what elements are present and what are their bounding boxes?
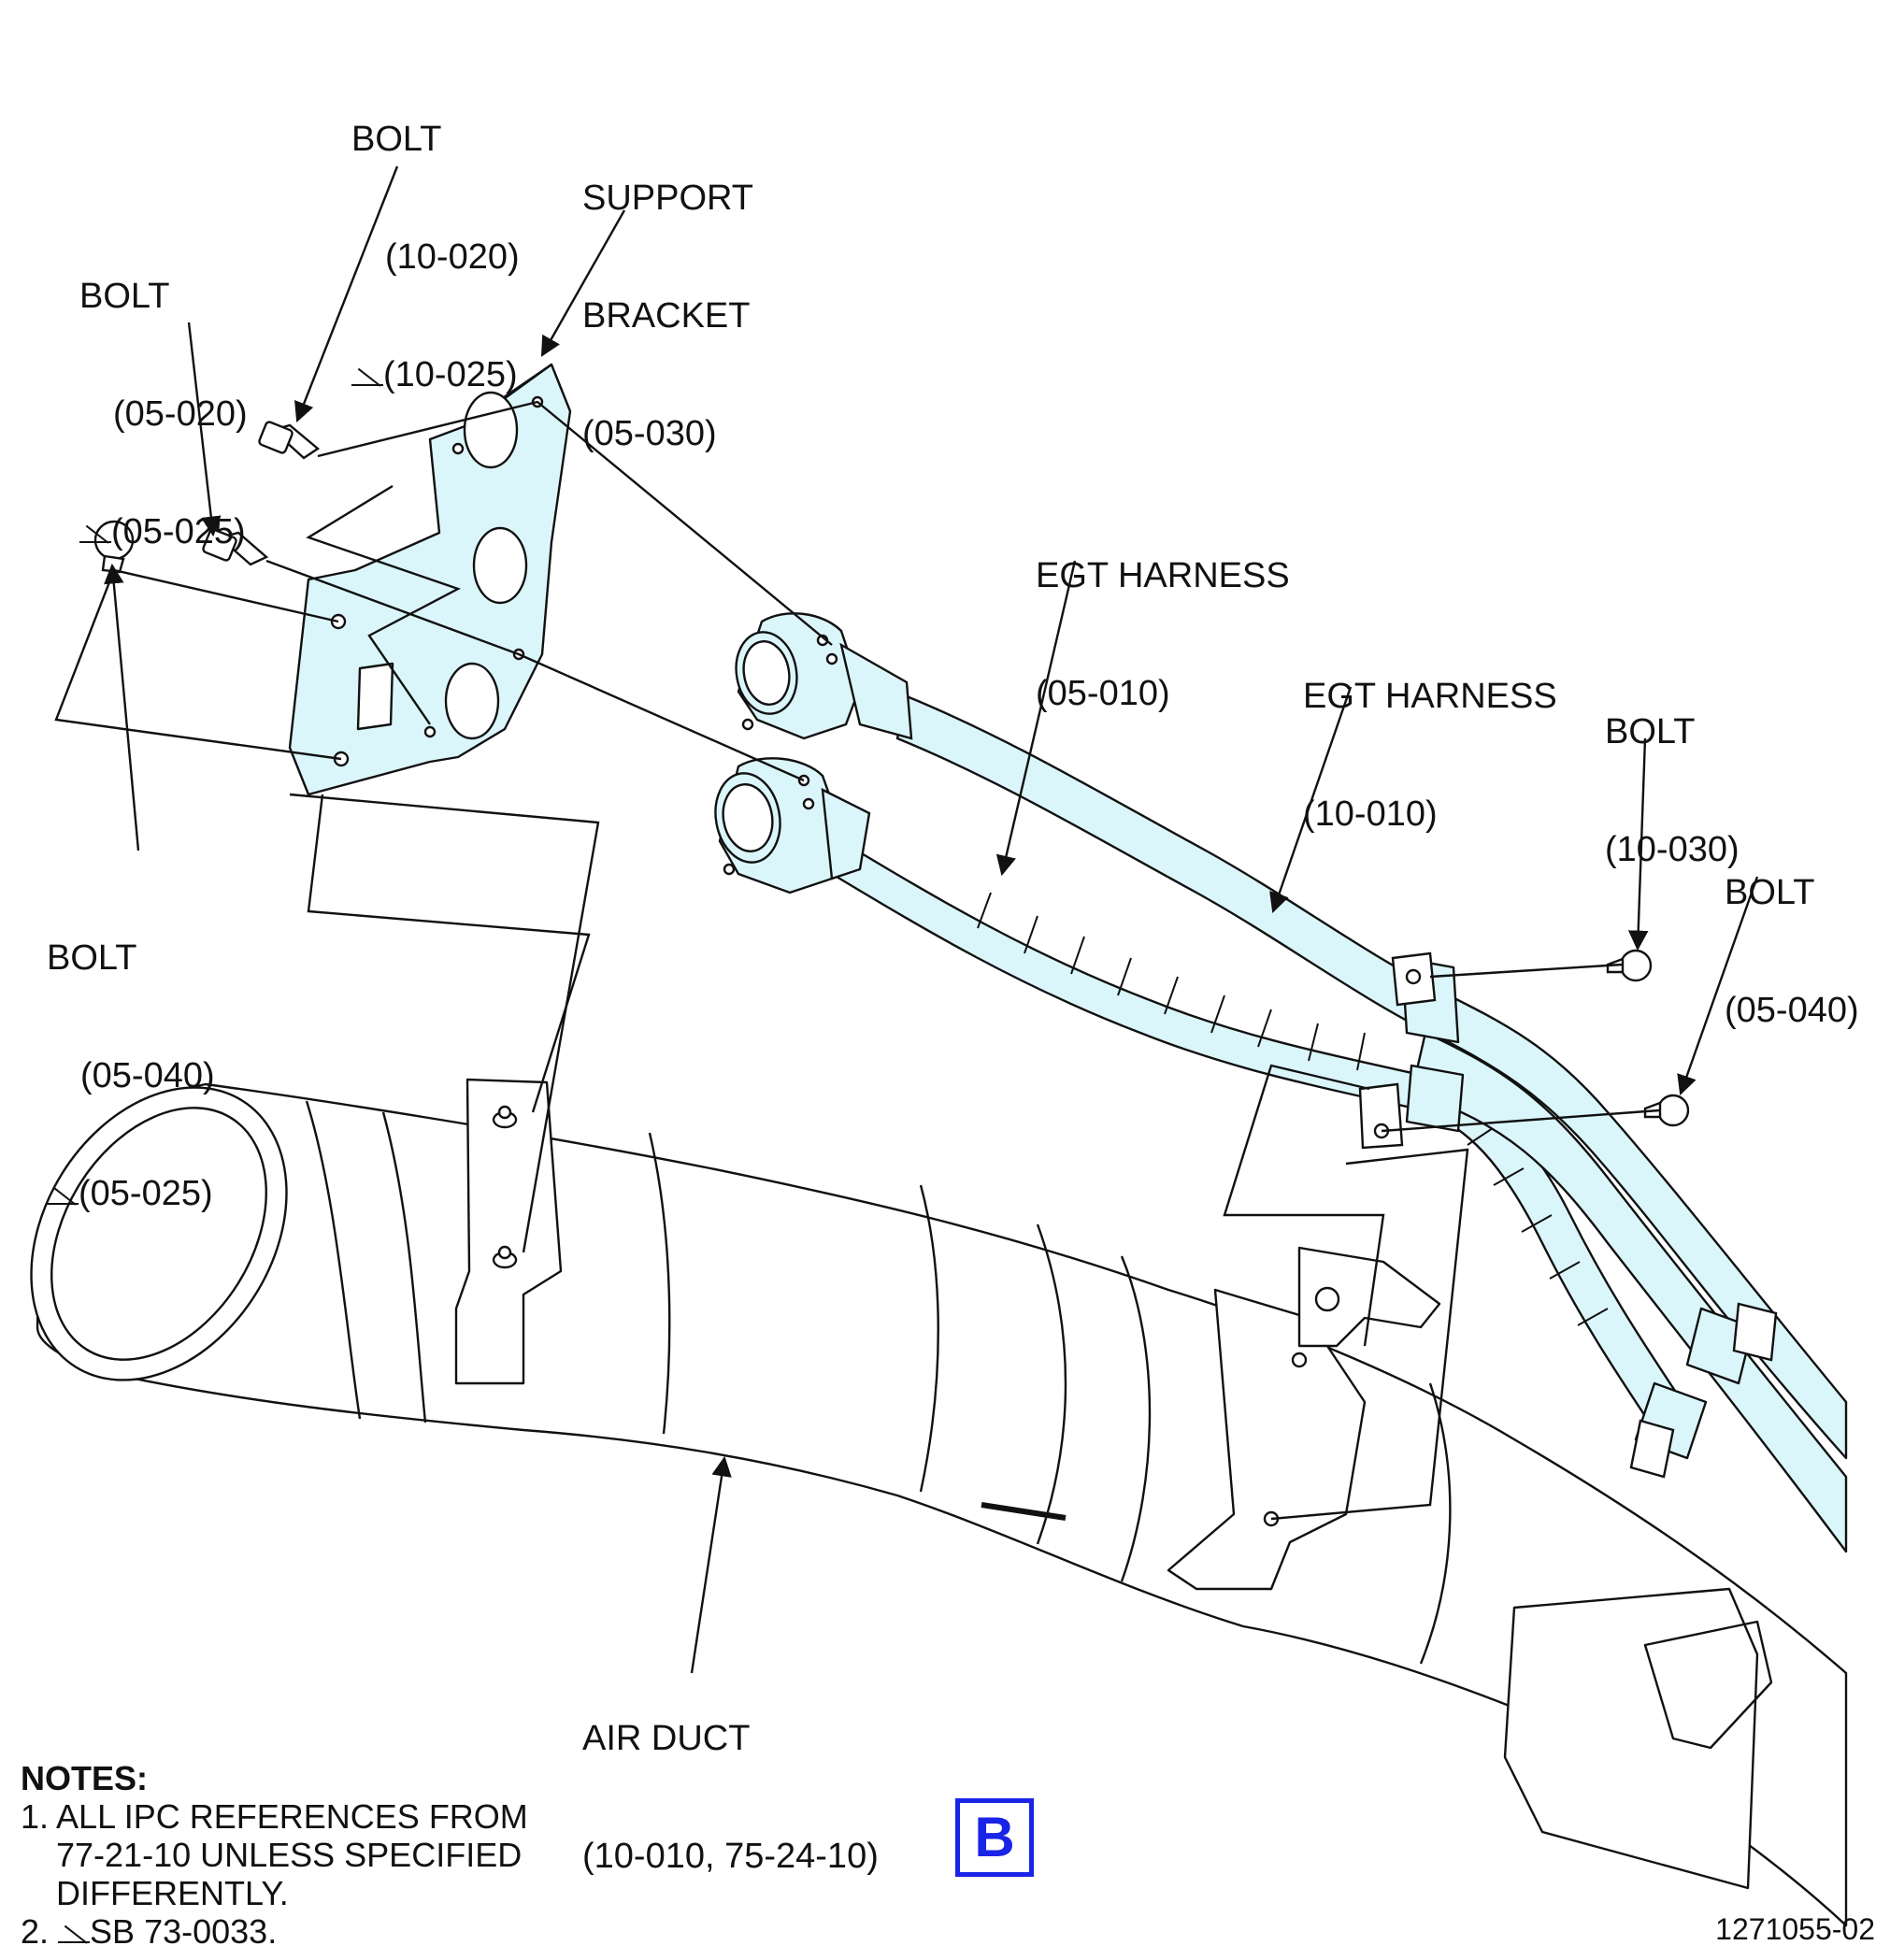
- callout-title: BOLT: [1725, 873, 1815, 912]
- callout-title-2: BRACKET: [582, 296, 751, 336]
- callout-ref: (10-020): [385, 237, 520, 277]
- bolt-10-020: [258, 421, 321, 460]
- sb-flag-icon: [351, 364, 383, 388]
- callout-title: SUPPORT: [582, 179, 754, 218]
- notes-heading: NOTES:: [21, 1759, 149, 1797]
- leader-lines: [104, 165, 1759, 1674]
- callout-ref: (05-040): [80, 1056, 215, 1095]
- note-2-number: 2.: [21, 1912, 50, 1951]
- callout-ref: (05-040): [1725, 991, 1859, 1030]
- callout-sb-ref: (05-025): [111, 512, 246, 551]
- duct-mount-bracket-left: [454, 1078, 563, 1385]
- callout-sb-ref: (10-025): [383, 355, 518, 394]
- callout-title: BOLT: [1605, 712, 1696, 751]
- callout-support-bracket: SUPPORT BRACKET (05-030): [582, 100, 753, 532]
- callout-air-duct: AIR DUCT (10-010, 75-24-10): [582, 1640, 879, 1954]
- sb-flag-icon: [58, 1921, 91, 1945]
- callout-egt-harness-10-010: EGT HARNESS (10-010): [1303, 598, 1557, 912]
- callout-ref: (05-010): [1036, 674, 1170, 713]
- callout-title: BOLT: [79, 277, 170, 316]
- sb-flag-icon: [79, 521, 111, 545]
- note-1-line-1: 1. ALL IPC REFERENCES FROM: [21, 1797, 528, 1836]
- callout-bolt-10-030: BOLT (10-030): [1605, 634, 1740, 948]
- callout-ref: (10-030): [1605, 830, 1740, 869]
- assembly-lines: [54, 400, 1660, 1521]
- callout-title: EGT HARNESS: [1036, 556, 1290, 595]
- callout-ref: (05-020): [113, 394, 248, 434]
- callout-ref: (05-030): [582, 414, 717, 453]
- callout-bolt-05-020: BOLT (05-020) (05-025): [79, 198, 248, 630]
- callout-title: EGT HARNESS: [1303, 677, 1557, 716]
- note-1-line-3: DIFFERENTLY.: [56, 1874, 289, 1912]
- harness-connector-upper: [735, 612, 913, 740]
- notes-block: NOTES: 1. ALL IPC REFERENCES FROM 77-21-…: [21, 1759, 528, 1951]
- callout-bolt-05-040-right: BOLT (05-040): [1725, 794, 1859, 1109]
- callout-title: AIR DUCT: [582, 1719, 751, 1758]
- sb-flag-icon: [47, 1182, 79, 1207]
- callout-sb-ref: (05-025): [79, 1174, 213, 1213]
- note-2-text: SB 73-0033.: [90, 1912, 278, 1951]
- bolt-05-020: [202, 528, 269, 566]
- callout-title: BOLT: [351, 120, 442, 159]
- harness-clamp-tabs: [1358, 951, 1778, 1479]
- view-label-badge: B: [955, 1798, 1034, 1877]
- harness-connector-lower: [714, 757, 871, 894]
- figure-number: 1271055-02: [1715, 1912, 1875, 1946]
- note-1-line-2: 77-21-10 UNLESS SPECIFIED: [56, 1836, 523, 1874]
- callout-egt-harness-05-010: EGT HARNESS (05-010): [1036, 478, 1290, 792]
- callout-bolt-10-020: BOLT (10-020) (10-025): [351, 41, 520, 473]
- callout-bolt-05-040-left: BOLT (05-040) (05-025): [47, 860, 215, 1292]
- callout-title: BOLT: [47, 938, 137, 978]
- callout-ref: (10-010, 75-24-10): [582, 1837, 879, 1876]
- callout-ref: (10-010): [1303, 794, 1438, 834]
